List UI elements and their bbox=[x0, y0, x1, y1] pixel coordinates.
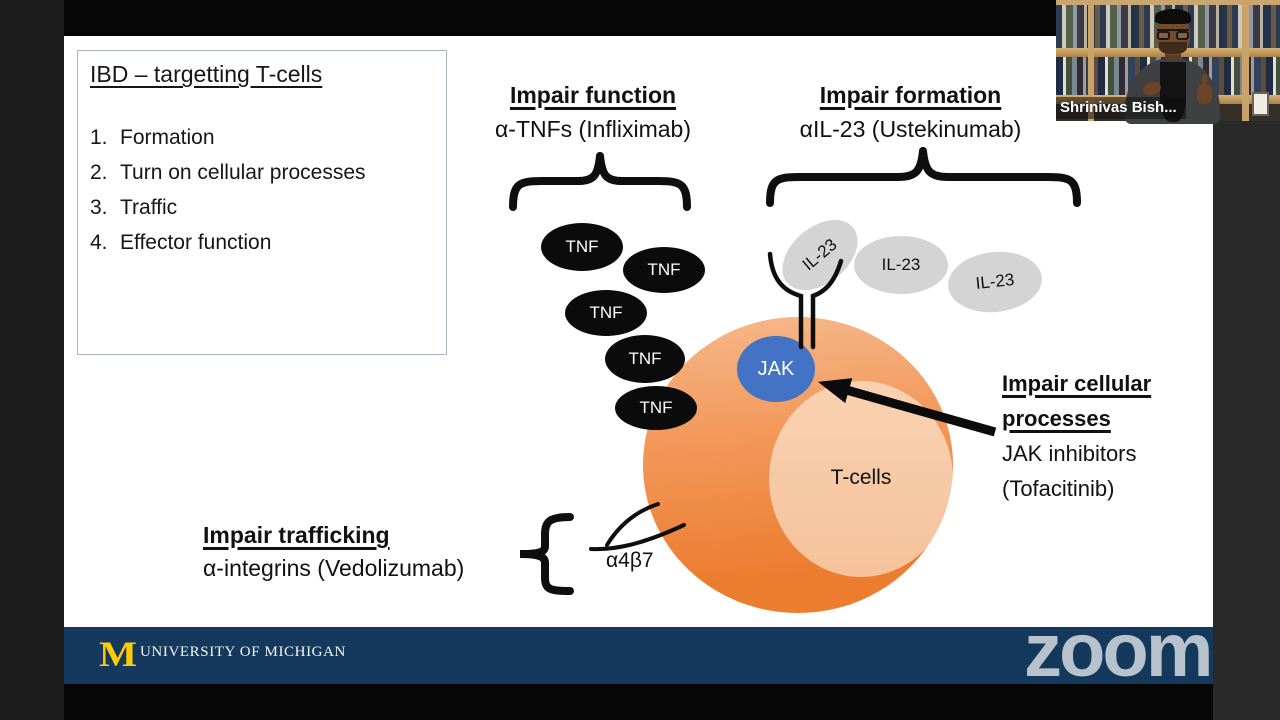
impair-cellular-subtitle2: (Tofacitinib) bbox=[1002, 476, 1115, 501]
impair-formation-title: Impair formation bbox=[819, 82, 1002, 108]
impair-function-subtitle: α-TNFs (Infliximab) bbox=[494, 116, 692, 142]
list-item: 1. Formation bbox=[90, 126, 215, 149]
impair-cellular-subtitle1: JAK inhibitors bbox=[1002, 441, 1137, 466]
tnf-oval: TNF bbox=[623, 247, 705, 293]
impair-trafficking-title: Impair trafficking bbox=[203, 522, 390, 548]
jak-circle: JAK bbox=[737, 336, 815, 402]
framed-picture bbox=[1252, 92, 1269, 116]
impair-cellular-annotation: Impair cellular processes JAK inhibitors… bbox=[1002, 366, 1180, 506]
impair-function-title: Impair function bbox=[509, 82, 677, 108]
speaker-beard bbox=[1159, 42, 1187, 54]
shelf-upright bbox=[1242, 0, 1249, 121]
footer-bar bbox=[64, 627, 1213, 684]
bottom-letterbox-strip bbox=[64, 684, 1213, 720]
slide-numbered-list: 1. Formation 2. Turn on cellular process… bbox=[90, 120, 434, 260]
glasses-lens bbox=[1157, 31, 1170, 40]
top-letterbox-bar bbox=[64, 0, 1213, 36]
impair-trafficking-subtitle: α-integrins (Vedolizumab) bbox=[203, 555, 465, 581]
list-item: 3. Traffic bbox=[90, 196, 178, 219]
speaker-hair bbox=[1155, 9, 1191, 24]
slide-outline-textbox: IBD – targetting T-cells 1. Formation 2.… bbox=[77, 50, 447, 355]
impair-formation-subtitle: αIL-23 (Ustekinumab) bbox=[799, 116, 1022, 142]
tnf-oval: TNF bbox=[605, 335, 685, 383]
speaker-hand bbox=[1197, 84, 1212, 104]
university-wordmark: UNIVERSITY OF MICHIGAN bbox=[140, 644, 346, 660]
impair-function-annotation: Impair function α-TNFs (Infliximab) bbox=[473, 78, 713, 146]
tnf-oval: TNF bbox=[565, 290, 647, 336]
il23-oval: IL-23 bbox=[854, 236, 948, 294]
impair-cellular-title: Impair cellular processes bbox=[1002, 371, 1152, 431]
tnf-oval: TNF bbox=[615, 386, 697, 430]
shelf-upright bbox=[1088, 0, 1094, 121]
speaker-finger bbox=[1202, 74, 1207, 88]
tnf-oval: TNF bbox=[541, 223, 623, 271]
t-cells-label: T-cells bbox=[830, 466, 892, 489]
integrin-label: α4β7 bbox=[606, 549, 654, 572]
participant-name-label: Shrinivas Bish... bbox=[1056, 97, 1186, 119]
list-item: 2. Turn on cellular processes bbox=[90, 161, 366, 184]
impair-trafficking-annotation: Impair trafficking α-integrins (Vedolizu… bbox=[203, 519, 533, 585]
list-item: 4. Effector function bbox=[90, 231, 272, 254]
block-m-logo-icon: M bbox=[99, 634, 138, 674]
speaker-glasses bbox=[1157, 29, 1189, 40]
zoom-logo-watermark: zoom bbox=[1024, 608, 1213, 693]
glasses-lens bbox=[1176, 31, 1189, 40]
slide-title: IBD – targetting T-cells bbox=[90, 61, 323, 87]
impair-formation-annotation: Impair formation αIL-23 (Ustekinumab) bbox=[763, 78, 1058, 146]
